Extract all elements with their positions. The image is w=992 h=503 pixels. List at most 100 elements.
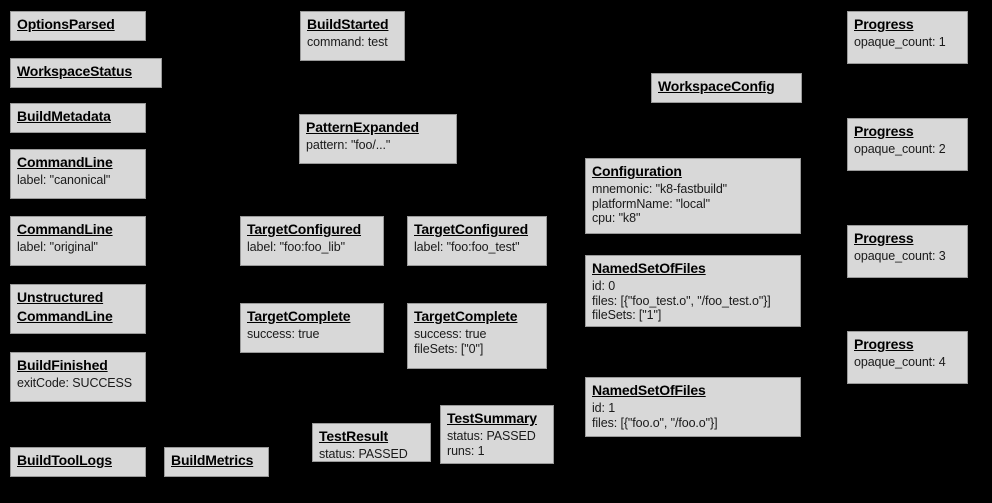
node-field: command: test bbox=[307, 34, 388, 49]
node-field: files: [{"foo.o", "/foo.o"}] bbox=[592, 415, 718, 430]
event-node-command-line-original[interactable]: CommandLine label: "original" bbox=[10, 216, 146, 266]
node-title: WorkspaceConfig bbox=[658, 78, 775, 94]
node-field: label: "foo:foo_lib" bbox=[247, 239, 345, 254]
node-title-wrap: BuildFinished bbox=[17, 357, 139, 376]
node-field: success: true bbox=[247, 326, 320, 341]
event-node-build-metadata[interactable]: BuildMetadata bbox=[10, 103, 146, 133]
node-field: runs: 1 bbox=[447, 443, 485, 458]
node-title: NamedSetOfFiles bbox=[592, 382, 706, 398]
node-title-wrap: TestSummary bbox=[447, 410, 547, 429]
node-title-wrap: BuildToolLogs bbox=[17, 452, 139, 471]
node-title: TargetComplete bbox=[414, 308, 518, 324]
node-title: CommandLine bbox=[17, 221, 113, 237]
node-title-wrap: BuildMetadata bbox=[17, 108, 139, 127]
node-title-wrap: NamedSetOfFiles bbox=[592, 260, 794, 279]
event-node-build-finished[interactable]: BuildFinished exitCode: SUCCESS bbox=[10, 352, 146, 402]
node-title: WorkspaceStatus bbox=[17, 63, 132, 79]
node-field: opaque_count: 2 bbox=[854, 141, 946, 156]
node-title-wrap: CommandLine bbox=[17, 154, 139, 173]
node-title-wrap: OptionsParsed bbox=[17, 16, 139, 35]
node-title: PatternExpanded bbox=[306, 119, 419, 135]
node-title-wrap: BuildStarted bbox=[307, 16, 398, 35]
node-field: fileSets: ["0"] bbox=[414, 341, 484, 356]
event-node-progress-1[interactable]: Progress opaque_count: 1 bbox=[847, 11, 968, 64]
node-title-wrap: Progress bbox=[854, 123, 961, 142]
event-node-progress-2[interactable]: Progress opaque_count: 2 bbox=[847, 118, 968, 171]
node-title-wrap: TestResult bbox=[319, 428, 424, 447]
event-node-progress-3[interactable]: Progress opaque_count: 3 bbox=[847, 225, 968, 278]
node-title: TargetConfigured bbox=[414, 221, 529, 237]
event-node-configuration[interactable]: Configuration mnemonic: "k8-fastbuild"pla… bbox=[585, 158, 801, 234]
node-field: opaque_count: 3 bbox=[854, 248, 946, 263]
node-title: BuildFinished bbox=[17, 357, 108, 373]
node-title-wrap: PatternExpanded bbox=[306, 119, 450, 138]
node-field: status: PASSED bbox=[319, 446, 408, 461]
node-title-wrap: TargetConfigured bbox=[247, 221, 377, 240]
node-field: label: "original" bbox=[17, 239, 98, 254]
node-title-wrap: TargetComplete bbox=[414, 308, 540, 327]
node-field: cpu: "k8" bbox=[592, 211, 641, 226]
node-title-wrap: Configuration bbox=[592, 163, 794, 182]
node-title: TargetConfigured bbox=[247, 221, 362, 237]
node-title-wrap: TargetComplete bbox=[247, 308, 377, 327]
node-field: opaque_count: 1 bbox=[854, 34, 946, 49]
node-field: mnemonic: "k8-fastbuild" bbox=[592, 181, 728, 196]
node-title-wrap: TargetConfigured bbox=[414, 221, 540, 240]
node-title: TargetComplete bbox=[247, 308, 351, 324]
node-title: Progress bbox=[854, 16, 914, 32]
node-title-wrap: NamedSetOfFiles bbox=[592, 382, 794, 401]
node-field: id: 0 bbox=[592, 278, 616, 293]
node-title-wrap: Progress bbox=[854, 336, 961, 355]
node-title: Configuration bbox=[592, 163, 682, 179]
node-title: Progress bbox=[854, 336, 914, 352]
node-field: files: [{"foo_test.o", "/foo_test.o"}] bbox=[592, 293, 771, 308]
node-title: Unstructured bbox=[17, 289, 104, 305]
event-node-options-parsed[interactable]: OptionsParsed bbox=[10, 11, 146, 41]
event-node-workspace-status[interactable]: WorkspaceStatus bbox=[10, 58, 162, 88]
event-node-target-complete-foo-lib[interactable]: TargetComplete success: true bbox=[240, 303, 384, 353]
event-node-target-configured-foo-lib[interactable]: TargetConfigured label: "foo:foo_lib" bbox=[240, 216, 384, 266]
event-node-test-result[interactable]: TestResult status: PASSED bbox=[312, 423, 431, 462]
node-title-wrap: WorkspaceConfig bbox=[658, 78, 795, 97]
node-title-wrap: Progress bbox=[854, 16, 961, 35]
node-field: label: "foo:foo_test" bbox=[414, 239, 520, 254]
node-field: label: "canonical" bbox=[17, 172, 111, 187]
node-title-wrap: Progress bbox=[854, 230, 961, 249]
node-field: success: true bbox=[414, 326, 487, 341]
node-title: Progress bbox=[854, 123, 914, 139]
node-title: BuildMetadata bbox=[17, 108, 111, 124]
node-title: CommandLine bbox=[17, 154, 113, 170]
event-node-build-started[interactable]: BuildStarted command: test bbox=[300, 11, 405, 61]
event-node-build-tool-logs[interactable]: BuildToolLogs bbox=[10, 447, 146, 477]
node-title-wrap: CommandLine bbox=[17, 221, 139, 240]
node-title-wrap: WorkspaceStatus bbox=[17, 63, 155, 82]
event-node-target-configured-foo-test[interactable]: TargetConfigured label: "foo:foo_test" bbox=[407, 216, 547, 266]
node-title-wrap: BuildMetrics bbox=[171, 452, 262, 471]
event-node-workspace-config[interactable]: WorkspaceConfig bbox=[651, 73, 802, 103]
node-title: CommandLine bbox=[17, 307, 113, 324]
event-node-command-line-canonical[interactable]: CommandLine label: "canonical" bbox=[10, 149, 146, 199]
node-field: status: PASSED bbox=[447, 428, 536, 443]
event-node-pattern-expanded[interactable]: PatternExpanded pattern: "foo/..." bbox=[299, 114, 457, 164]
node-title: TestResult bbox=[319, 428, 389, 444]
node-field: id: 1 bbox=[592, 400, 616, 415]
event-node-build-metrics[interactable]: BuildMetrics bbox=[164, 447, 269, 477]
node-field: exitCode: SUCCESS bbox=[17, 375, 133, 390]
node-title: BuildToolLogs bbox=[17, 452, 112, 468]
node-field: pattern: "foo/..." bbox=[306, 137, 391, 152]
node-title: TestSummary bbox=[447, 410, 537, 426]
node-title: OptionsParsed bbox=[17, 16, 115, 32]
node-field: platformName: "local" bbox=[592, 196, 710, 211]
node-title: Progress bbox=[854, 230, 914, 246]
node-field: fileSets: ["1"] bbox=[592, 308, 662, 323]
node-title: BuildStarted bbox=[307, 16, 389, 32]
node-title: NamedSetOfFiles bbox=[592, 260, 706, 276]
